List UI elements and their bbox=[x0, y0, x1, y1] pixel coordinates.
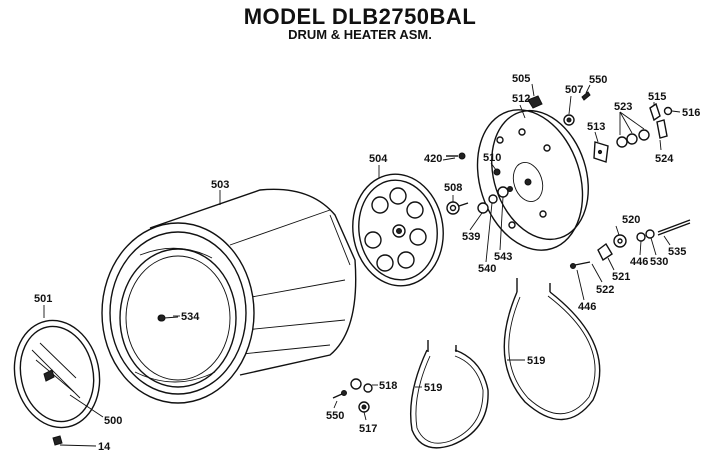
label-420: 420 bbox=[424, 153, 442, 165]
label-523: 523 bbox=[614, 101, 632, 113]
label-517: 517 bbox=[359, 423, 377, 435]
fuse-507 bbox=[563, 114, 575, 126]
thermostat-505 bbox=[527, 95, 543, 109]
diagram-title: MODEL DLB2750BAL bbox=[243, 4, 477, 29]
label-504: 504 bbox=[369, 153, 388, 165]
label-540: 540 bbox=[478, 263, 496, 275]
roller-shaft-508 bbox=[446, 201, 469, 215]
label-505: 505 bbox=[512, 73, 530, 85]
label-534: 534 bbox=[181, 311, 200, 323]
label-501: 501 bbox=[34, 293, 52, 305]
belt-519-large bbox=[503, 278, 601, 421]
label-550-bottom: 550 bbox=[326, 410, 344, 422]
door-window-500 bbox=[31, 342, 81, 399]
label-524: 524 bbox=[655, 153, 674, 165]
label-535: 535 bbox=[668, 246, 686, 258]
label-507: 507 bbox=[565, 84, 583, 96]
label-530: 530 bbox=[650, 256, 668, 268]
door-ring-501 bbox=[13, 319, 101, 429]
label-503: 503 bbox=[211, 179, 229, 191]
clip-515 bbox=[649, 102, 661, 122]
rear-bulkhead-512 bbox=[476, 109, 589, 251]
idler-518 bbox=[350, 378, 373, 393]
screw-534 bbox=[158, 314, 166, 322]
label-446-right: 446 bbox=[630, 256, 648, 268]
label-446-left: 446 bbox=[578, 301, 596, 313]
screw-550-bottom bbox=[332, 390, 347, 399]
leader-lines bbox=[43, 83, 681, 447]
screw-550-top bbox=[581, 91, 591, 101]
label-550-top: 550 bbox=[589, 74, 607, 86]
label-519-large: 519 bbox=[527, 355, 545, 367]
label-14: 14 bbox=[98, 441, 111, 453]
bracket-513 bbox=[593, 141, 609, 163]
label-516: 516 bbox=[682, 107, 700, 119]
label-539: 539 bbox=[462, 231, 480, 243]
label-522: 522 bbox=[596, 284, 614, 296]
screw-522-446 bbox=[569, 261, 591, 269]
screw-420 bbox=[446, 152, 466, 160]
washers-539-540-543 bbox=[477, 186, 513, 214]
seal-rings-523 bbox=[616, 129, 650, 148]
belt-519-small bbox=[409, 340, 489, 449]
label-512: 512 bbox=[512, 93, 530, 105]
part-labels: 503 504 512 505 507 550 513 523 515 516 … bbox=[34, 73, 700, 453]
nut-510 bbox=[493, 168, 501, 176]
label-519-small: 519 bbox=[424, 382, 442, 394]
roller-520 bbox=[613, 234, 627, 248]
label-518: 518 bbox=[379, 380, 397, 392]
bearing-524 bbox=[656, 119, 668, 139]
label-520: 520 bbox=[622, 214, 640, 226]
label-500: 500 bbox=[104, 415, 122, 427]
drum-503 bbox=[101, 188, 357, 404]
part-14 bbox=[52, 435, 63, 446]
nut-517 bbox=[358, 401, 370, 413]
roller-521 bbox=[597, 242, 613, 262]
label-515: 515 bbox=[648, 91, 666, 103]
shaft-535 bbox=[657, 219, 691, 236]
drum-back-504 bbox=[352, 173, 444, 287]
label-521: 521 bbox=[612, 271, 630, 283]
label-543: 543 bbox=[494, 251, 512, 263]
diagram-subtitle: DRUM & HEATER ASM. bbox=[288, 27, 432, 42]
label-513: 513 bbox=[587, 121, 605, 133]
label-508: 508 bbox=[444, 182, 462, 194]
screw-516 bbox=[663, 106, 673, 116]
label-510: 510 bbox=[483, 152, 501, 164]
